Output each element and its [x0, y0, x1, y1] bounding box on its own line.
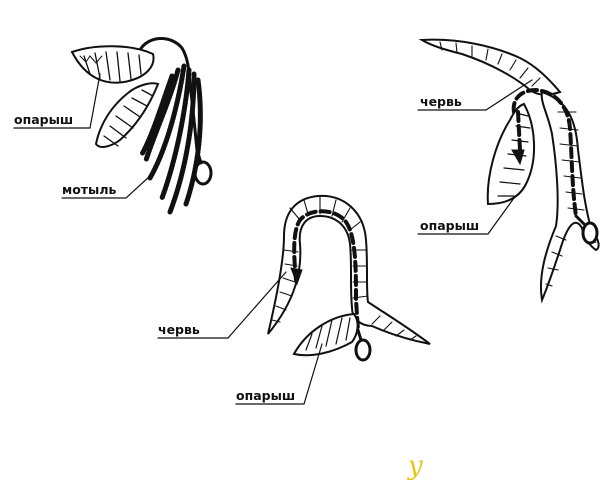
- hook-point: [290, 267, 303, 286]
- maggot-top: [70, 45, 155, 84]
- hook-eye-link-fig2: [356, 328, 363, 342]
- label-fig3-worm: червь: [420, 94, 462, 109]
- hook-dashed-inside: [292, 209, 360, 332]
- figure-maggot-bloodworm-rig: [13, 37, 213, 215]
- leader-fig1-maggot: [13, 73, 101, 129]
- worm-upper: [418, 38, 562, 96]
- label-fig1-maggot: опарыш: [14, 112, 73, 127]
- maggot-lower: [94, 82, 160, 148]
- label-fig3-maggot: опарыш: [420, 218, 479, 233]
- leader-fig1-bloodworm: [61, 175, 151, 199]
- hook-point-fig3: [511, 149, 525, 166]
- leader-fig3-worm: [417, 79, 533, 111]
- leader-fig3-maggot: [417, 197, 515, 235]
- hook-eye-fig2: [354, 338, 372, 362]
- label-fig2-maggot: опарыш: [236, 388, 295, 403]
- figure-worm-straight-rig: [417, 38, 600, 304]
- worm-lower: [540, 90, 600, 304]
- hook-eye-fig3: [581, 221, 599, 245]
- label-fig2-worm: червь: [158, 322, 200, 337]
- maggot-fig2: [292, 312, 359, 357]
- hook-dashed-inside-fig3: [511, 87, 578, 218]
- label-fig1-bloodworm: мотыль: [62, 182, 117, 197]
- watermark-glyph: у: [407, 451, 423, 480]
- hook-shank-fig3: [574, 214, 586, 226]
- hook-dashed-maggot: [516, 110, 522, 152]
- figure-worm-loop-rig: [157, 194, 431, 405]
- leader-fig2-maggot: [235, 343, 323, 405]
- leader-fig2-worm: [157, 271, 287, 339]
- bloodworm-bunch: [139, 63, 203, 215]
